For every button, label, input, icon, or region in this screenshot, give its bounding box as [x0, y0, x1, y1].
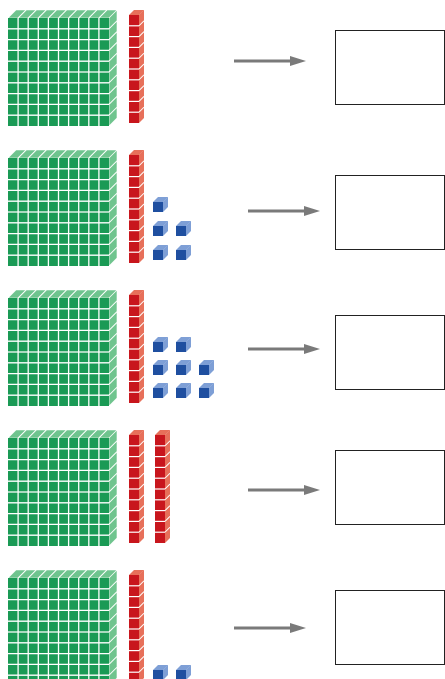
hundreds-block	[7, 149, 118, 267]
ones-cube	[153, 665, 168, 679]
ones-cube	[153, 337, 168, 352]
ones-cube	[153, 197, 168, 212]
arrow	[234, 56, 306, 66]
arrow	[248, 344, 320, 354]
ones-cube	[153, 245, 168, 260]
answer-box[interactable]	[335, 590, 445, 665]
tens-rod	[129, 290, 145, 403]
tens-rod	[155, 430, 171, 543]
row-4	[7, 429, 320, 547]
arrow	[248, 485, 320, 495]
row-2	[7, 149, 320, 267]
arrow	[234, 623, 306, 633]
tens-rod	[129, 430, 145, 543]
ones-cube	[153, 360, 168, 375]
ones-cube	[176, 337, 191, 352]
tens-rod	[129, 570, 145, 679]
hundreds-block	[7, 9, 118, 127]
ones-cube	[176, 245, 191, 260]
ones-cube	[176, 360, 191, 375]
answer-box[interactable]	[335, 30, 445, 105]
ones-cube	[199, 360, 214, 375]
tens-rod	[129, 10, 145, 123]
ones-cube	[153, 383, 168, 398]
hundreds-block	[7, 569, 118, 679]
ones-cube	[153, 221, 168, 236]
answer-box[interactable]	[335, 315, 445, 390]
answer-box[interactable]	[335, 175, 445, 250]
ones-cube	[176, 383, 191, 398]
ones-cube	[199, 383, 214, 398]
hundreds-block	[7, 289, 118, 407]
ones-cube	[176, 221, 191, 236]
row-1	[7, 9, 306, 127]
answer-box[interactable]	[335, 450, 445, 525]
tens-rod	[129, 150, 145, 263]
ones-cube	[176, 665, 191, 679]
row-5	[7, 569, 306, 679]
row-3	[7, 289, 320, 407]
hundreds-block	[7, 429, 118, 547]
arrow	[248, 206, 320, 216]
